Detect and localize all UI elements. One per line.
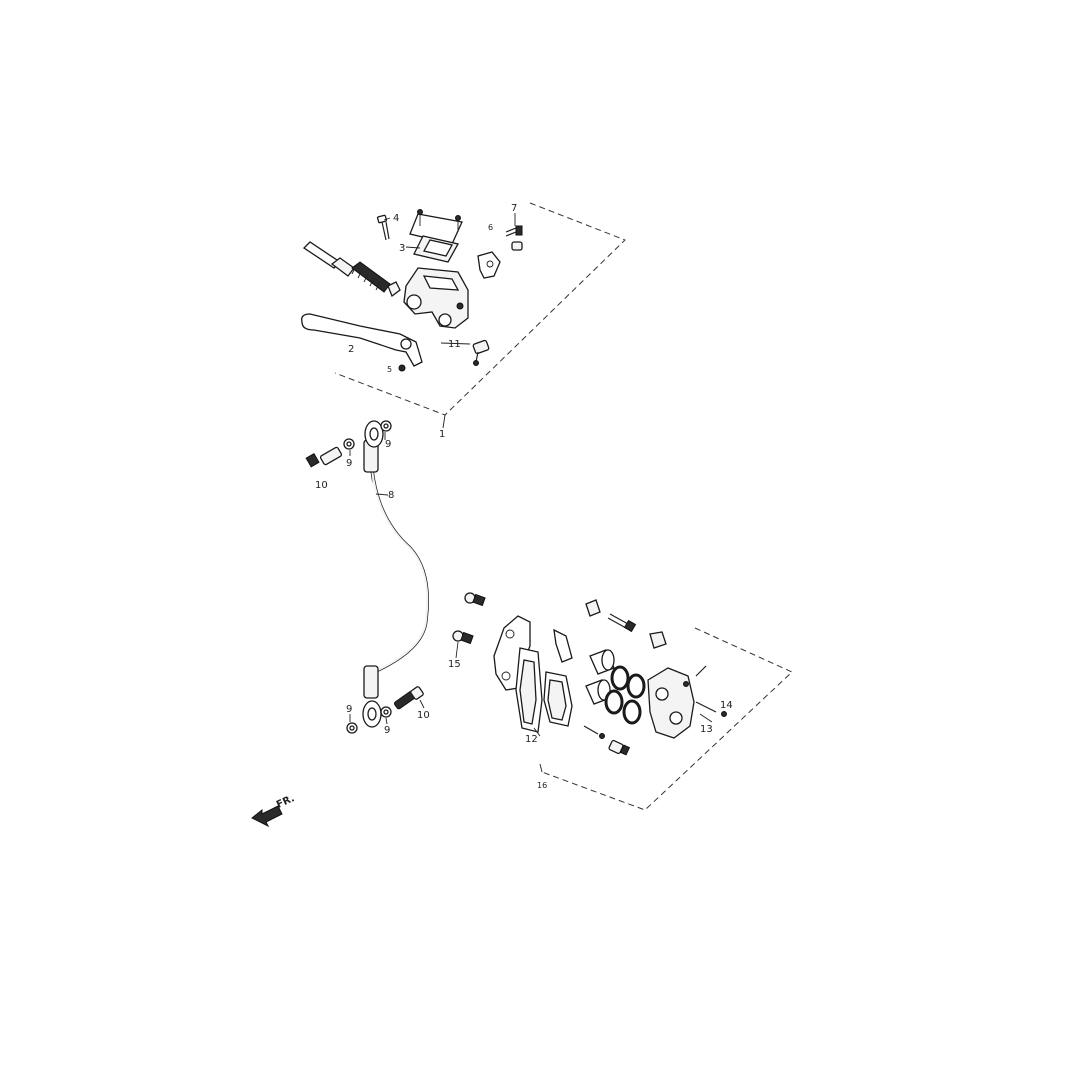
holder-bracket: [477, 251, 501, 279]
reservoir-screw: [376, 214, 390, 241]
label-part-14: 14: [720, 700, 733, 711]
front-direction-arrow-icon: [251, 805, 283, 828]
brake-light-switch: [472, 339, 490, 366]
label-part-7: 7: [511, 203, 517, 214]
label-part-9-lower-left: 9: [346, 704, 352, 715]
master-cylinder-boundary: [334, 202, 626, 429]
label-part-8: 8: [388, 490, 394, 501]
reservoir-cap: [409, 209, 463, 263]
bracket-bolts: [452, 592, 486, 645]
brake-hose: [362, 420, 430, 728]
holder-bolt: [505, 225, 523, 251]
label-part-10-upper: 10: [315, 480, 328, 491]
label-part-1: 1: [439, 429, 445, 440]
slide-pin-boot: [585, 599, 667, 649]
label-part-3: 3: [399, 243, 405, 254]
label-part-5: 5: [387, 365, 392, 374]
label-part-11: 11: [448, 339, 461, 350]
lower-sealing-washers: [346, 706, 392, 734]
label-part-12: 12: [525, 734, 538, 745]
caliper-mount-bolts: [583, 725, 631, 756]
label-part-13: 13: [700, 724, 713, 735]
leader-lines: [349, 213, 713, 737]
label-part-9-lower-right: 9: [384, 725, 390, 736]
label-part-10-lower: 10: [417, 710, 430, 721]
pad-pin: [695, 665, 727, 717]
upper-banjo-bolt: [305, 446, 343, 468]
brake-lever: [301, 313, 423, 367]
label-part-6: 6: [488, 223, 493, 232]
piston-seals: [604, 665, 646, 725]
brake-pads: [515, 647, 573, 733]
lever-pivot-nut: [398, 364, 406, 372]
caliper-pistons: [585, 649, 615, 705]
front-direction-label: FR.: [275, 793, 296, 811]
pad-spring: [553, 628, 573, 663]
piston-spring-kit: [302, 241, 401, 298]
label-part-2: 2: [348, 344, 354, 355]
caliper-boundary: [539, 627, 793, 811]
label-part-9-upper-right: 9: [385, 439, 391, 450]
master-cylinder-body: [403, 267, 469, 329]
label-part-9-upper-left: 9: [346, 458, 352, 469]
label-part-4: 4: [393, 213, 399, 224]
caliper-body: [647, 667, 695, 739]
label-part-15: 15: [448, 659, 461, 670]
lower-banjo-bolt: [393, 686, 424, 710]
upper-sealing-washers: [343, 420, 392, 450]
label-part-16: 16: [537, 781, 547, 790]
